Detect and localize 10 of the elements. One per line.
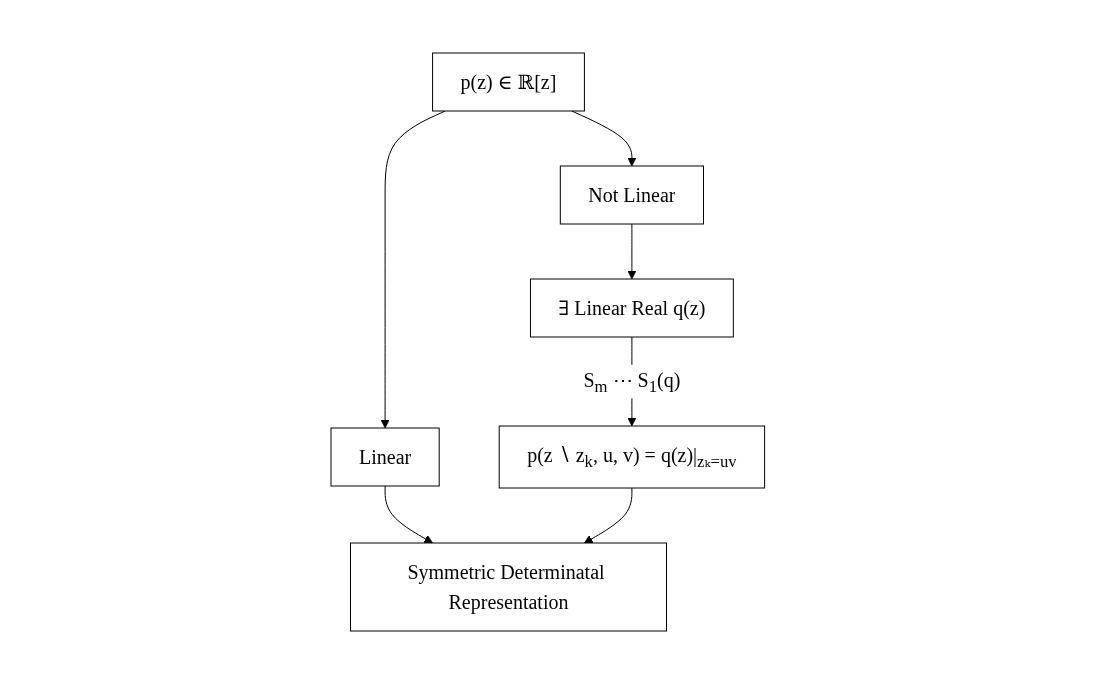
node-box: Symmetric Determinatal Representation	[350, 542, 668, 632]
node-box: ∃ Linear Real q(z)	[530, 278, 735, 338]
arrow	[384, 485, 434, 544]
node-box: Not Linear	[560, 165, 705, 225]
arrow	[627, 223, 637, 280]
node-box: p(z) ∈ ℝ[z]	[432, 52, 586, 112]
arrow	[584, 487, 633, 544]
edge-label: S$_{m}$ ⋯ S$_{1}$(q)	[583, 368, 681, 396]
node-box: p(z ∖ z$_{k}$, u, v) = q(z)|$_{zₖ=uv}$	[498, 425, 766, 489]
node-box: Linear	[330, 427, 440, 487]
